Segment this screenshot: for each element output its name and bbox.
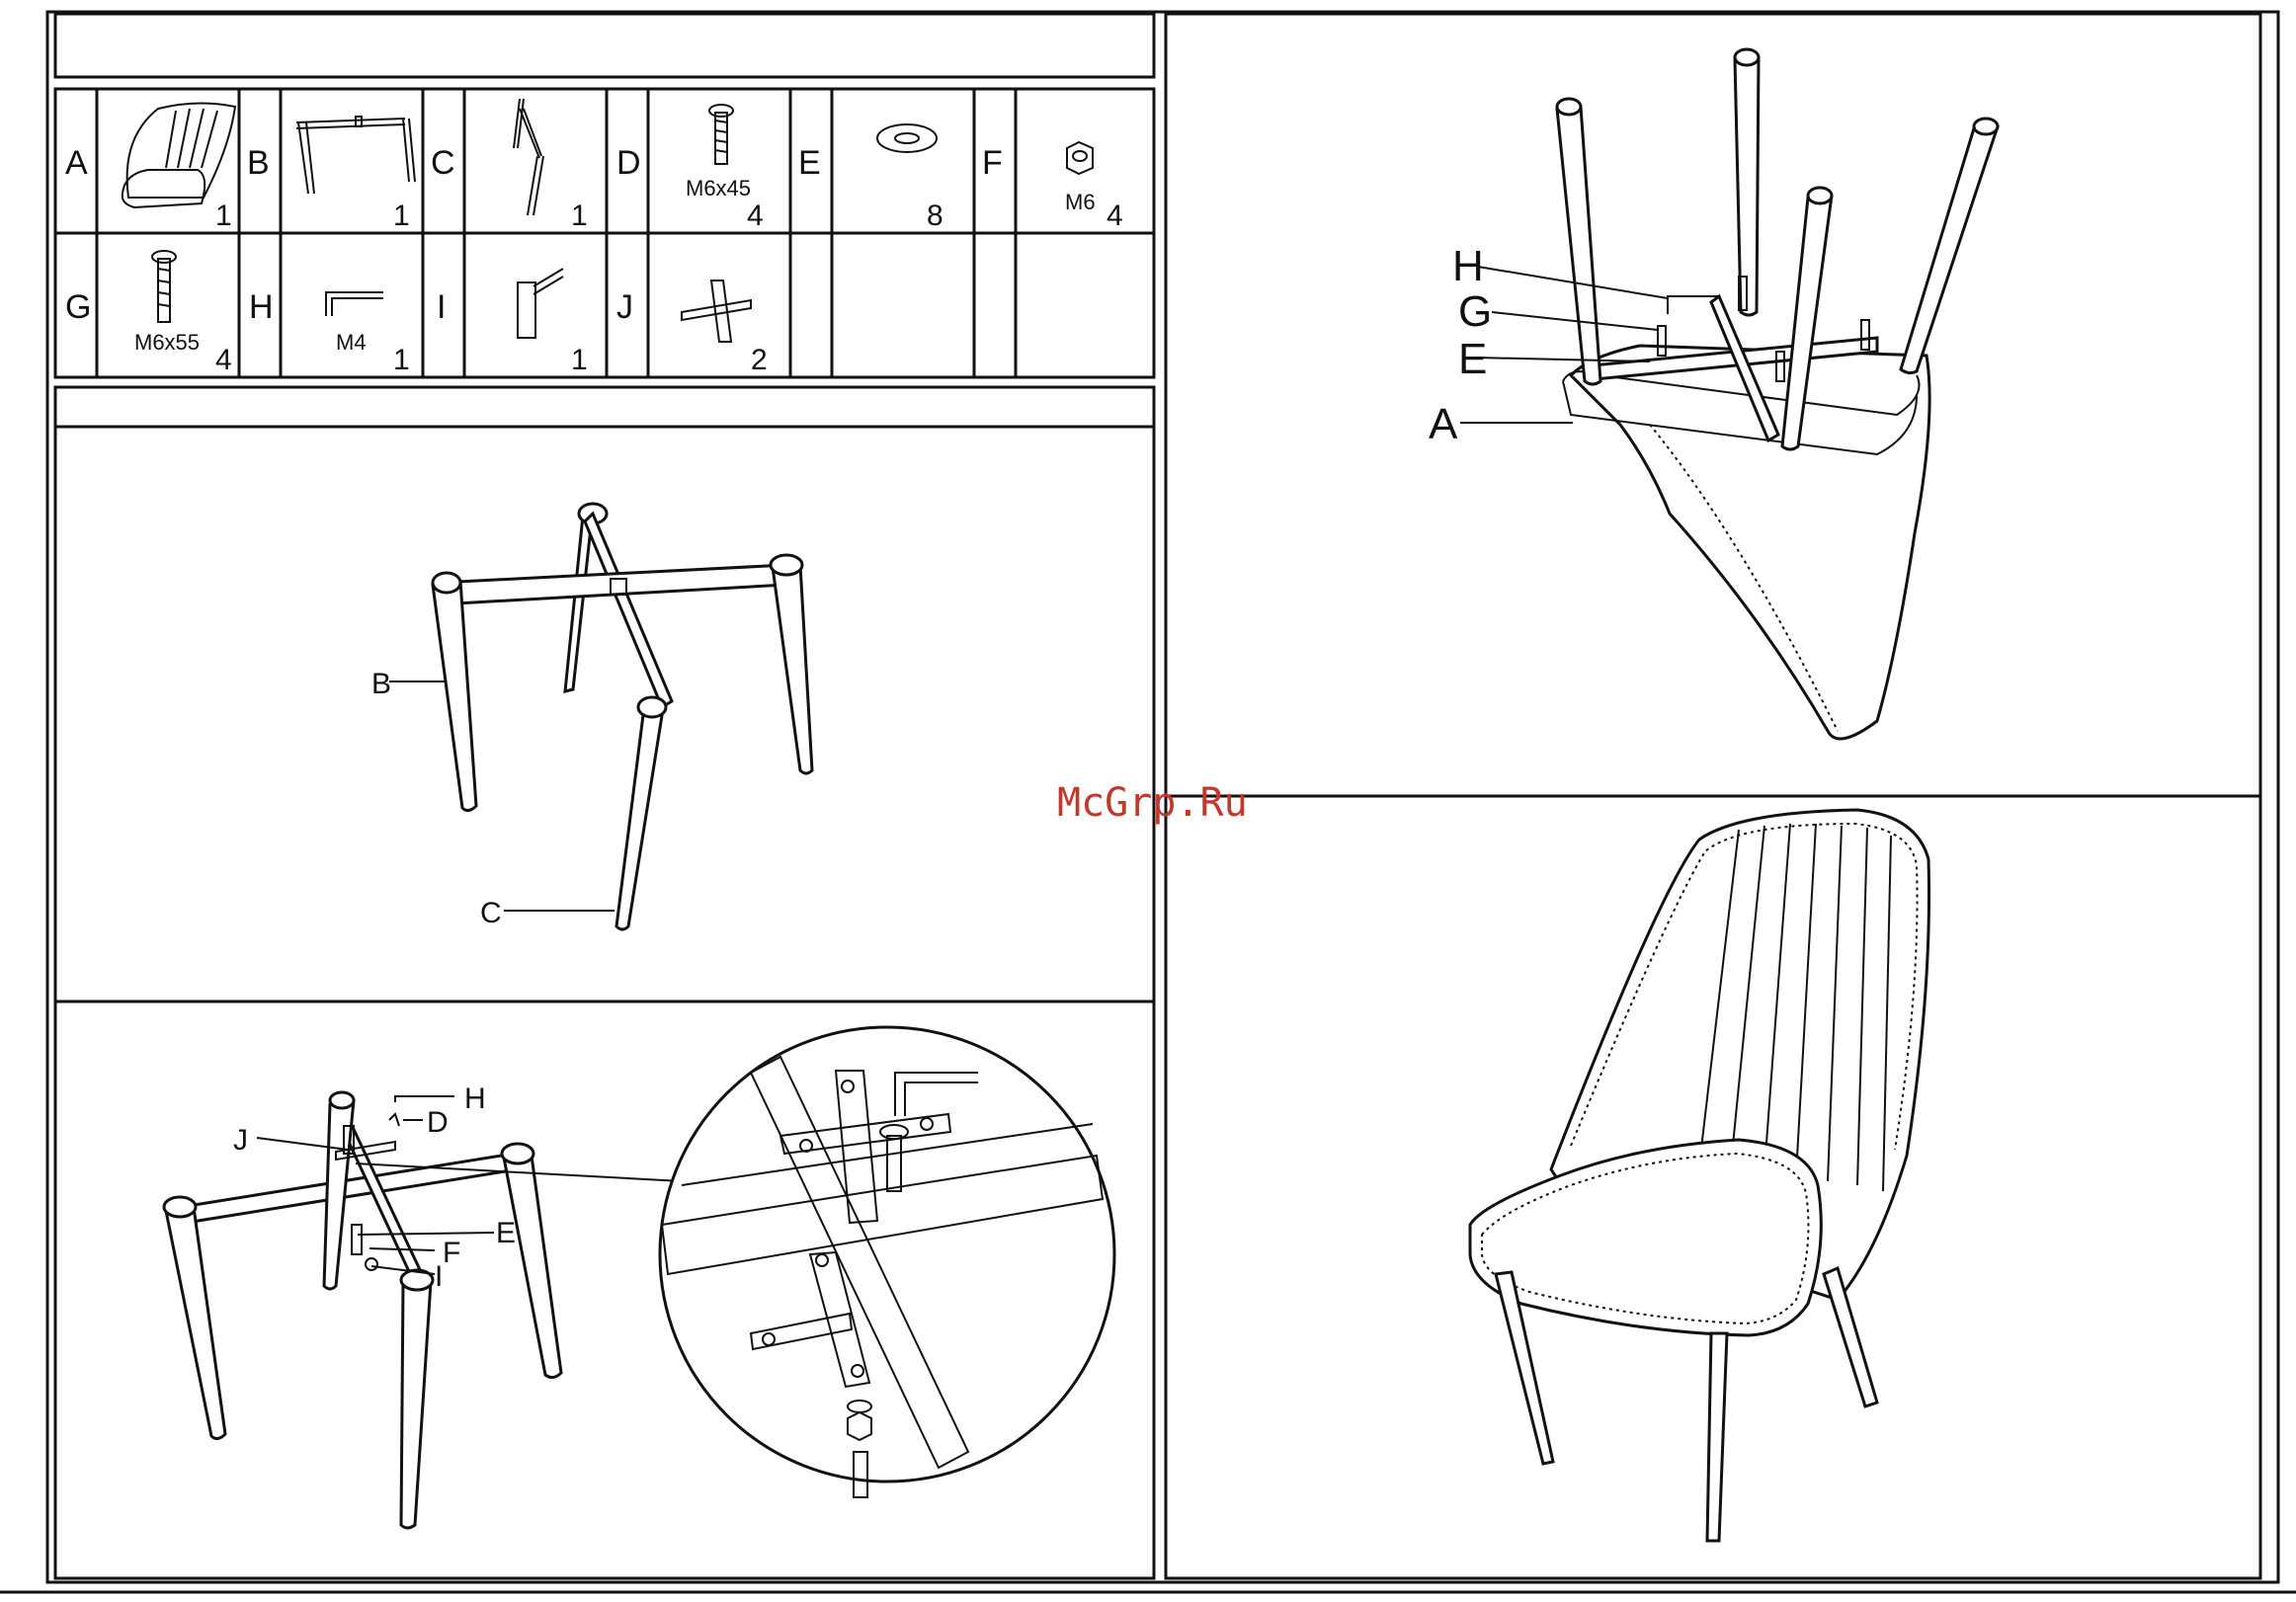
part-spec: M6x45 [686,176,751,200]
leg-pair-icon [514,99,543,215]
bolt-icon [709,105,733,164]
watermark: McGrp.Ru [1057,780,1248,826]
part-letter: C [431,144,455,182]
part-spec: M4 [336,330,367,355]
label-i: I [435,1260,443,1293]
part-letter: E [798,144,821,182]
part-qty: 1 [393,344,410,376]
label-e: E [1458,335,1487,383]
part-letter: I [437,288,446,326]
part-letter: F [982,144,1003,182]
step2-drawing [164,1027,1114,1528]
part-qty: 8 [927,200,943,232]
label-b: B [371,668,391,700]
part-spec: M6 [1065,190,1096,214]
detail-magnifier [660,1027,1114,1482]
label-d: D [427,1106,449,1139]
part-letter: J [616,288,633,326]
step3-drawing [1460,49,1998,739]
barrel-nut-icon [518,269,563,338]
step1-drawing [389,504,812,929]
washer-icon [877,124,937,152]
allen-key-icon [326,292,383,316]
part-qty: 1 [393,200,410,232]
label-g: G [1458,287,1492,336]
part-spec: M6x55 [134,330,200,355]
part-letter: D [616,144,641,182]
part-qty: 1 [571,344,588,376]
bolt-long-icon [152,251,176,322]
label-h: H [464,1082,486,1115]
part-letter: H [249,288,274,326]
part-letter: A [65,144,88,182]
part-qty: 1 [215,200,232,232]
part-letter: G [65,288,91,326]
cross-bracket-icon [682,280,751,342]
label-a: A [1429,400,1458,448]
header-bar [55,14,1154,77]
part-qty: 1 [571,200,588,232]
part-qty: 2 [751,344,768,376]
front-frame-icon [296,117,415,194]
label-h: H [1452,242,1484,290]
part-letter: B [247,144,270,182]
label-f: F [443,1237,460,1269]
step-bar [55,387,1154,427]
label-e: E [496,1217,516,1249]
label-j: J [233,1124,248,1157]
nut-icon [1067,142,1093,174]
seat-icon [123,103,235,207]
label-c: C [480,897,502,929]
finished-chair [1470,810,1929,1541]
part-qty: 4 [1107,200,1123,232]
part-qty: 4 [215,344,232,376]
part-qty: 4 [747,200,764,232]
